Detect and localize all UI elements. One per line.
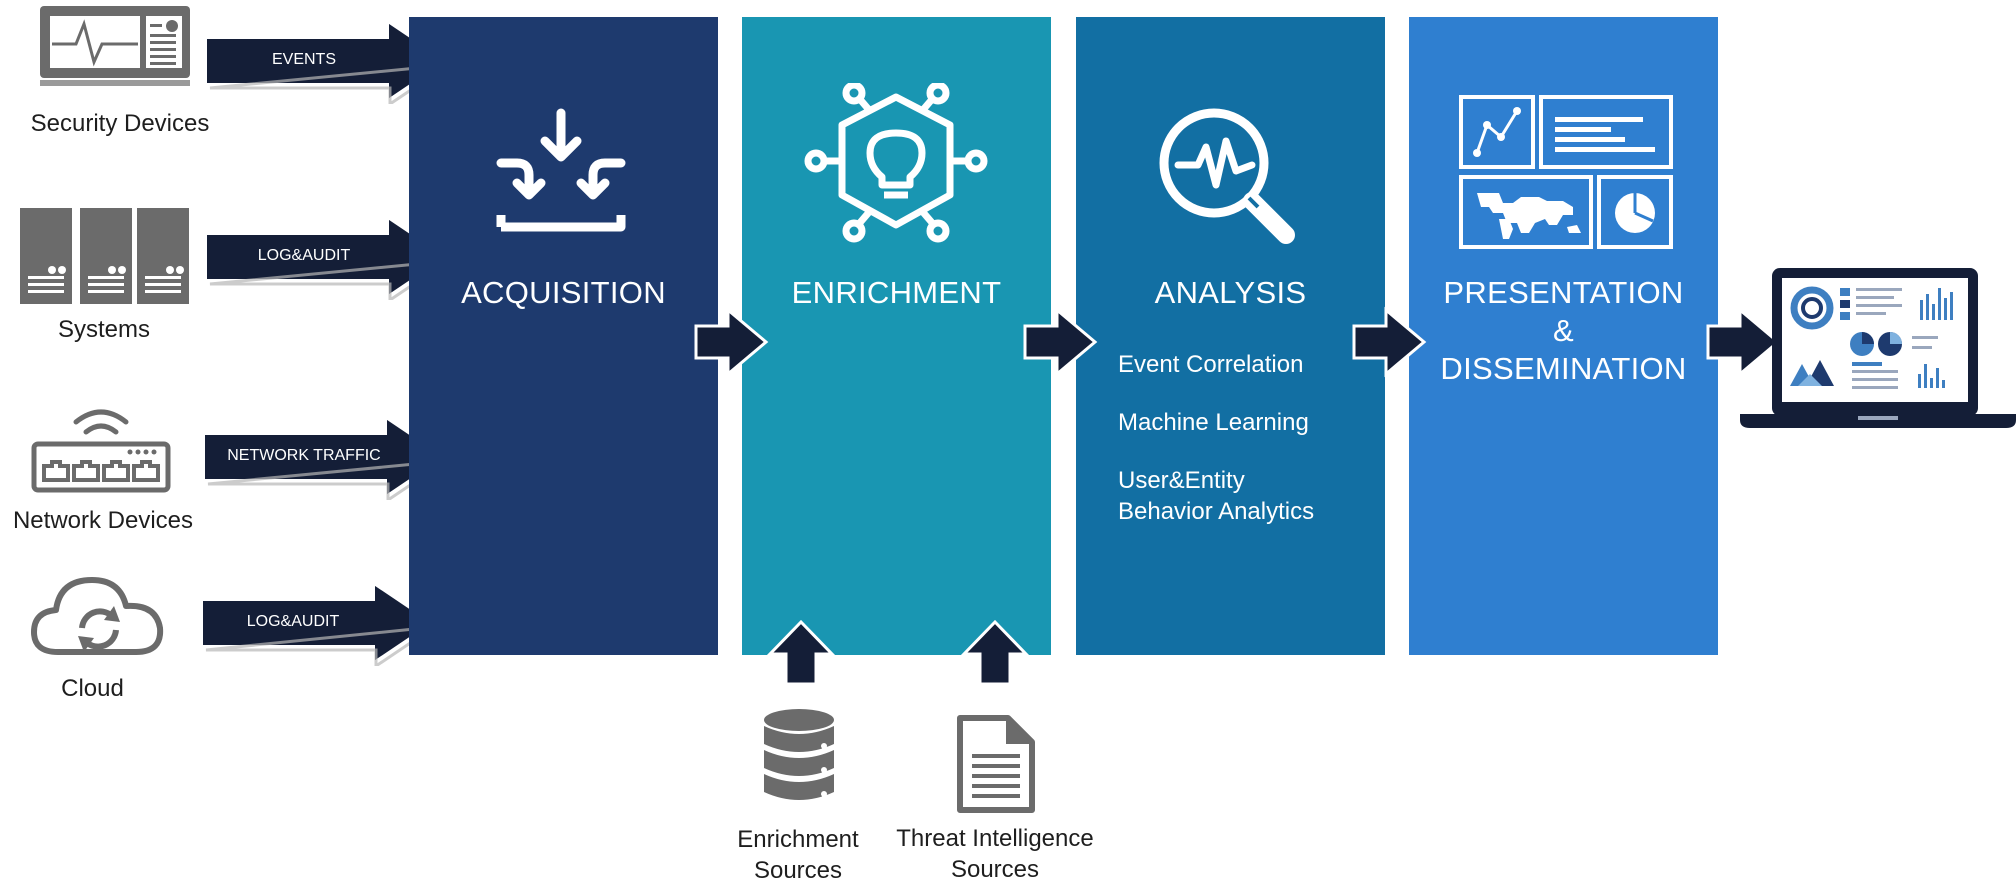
enrichment-title: ENRICHMENT xyxy=(791,275,1002,310)
servers-icon xyxy=(20,208,189,304)
presentation-panel: PRESENTATION & DISSEMINATION xyxy=(1409,17,1718,655)
dashboard-panels-icon xyxy=(1459,95,1673,249)
flow-arrow-enrichment-analysis xyxy=(1023,306,1098,378)
source-label-systems: Systems xyxy=(57,316,150,343)
events-arrow-label: EVENTS xyxy=(271,51,336,68)
hexagon-lightbulb-icon xyxy=(804,83,988,243)
threat-intelligence-sources-label: Threat Intelligence Sources xyxy=(896,825,1094,883)
analysis-item-machine-learning: Machine Learning xyxy=(1118,409,1309,436)
presentation-title: PRESENTATION xyxy=(1443,275,1684,310)
network-traffic-arrow xyxy=(203,416,447,500)
enrichment-sources-label: Enrichment Sources xyxy=(737,826,859,884)
enrichment-up-arrow-1 xyxy=(766,619,836,686)
flow-arrow-analysis-presentation xyxy=(1352,306,1427,378)
analysis-title: ANALYSIS xyxy=(1154,275,1307,310)
acquisition-title: ACQUISITION xyxy=(461,275,666,310)
collect-inbox-icon xyxy=(496,108,626,232)
systems-arrow-label: LOG&AUDIT xyxy=(257,247,351,264)
source-label-cloud: Cloud xyxy=(61,675,124,702)
laptop-dashboard-icon xyxy=(1740,268,2016,428)
cloud-arrow xyxy=(201,582,435,666)
source-label-security-devices: Security Devices xyxy=(30,110,210,137)
flow-arrow-acquisition-enrichment xyxy=(694,306,769,378)
analysis-panel: ANALYSIS Event Correlation Machine Learn… xyxy=(1076,17,1385,655)
source-label-network-devices: Network Devices xyxy=(12,507,194,534)
cloud-arrow-label: LOG&AUDIT xyxy=(246,613,340,630)
cloud-sync-icon xyxy=(31,577,164,655)
network-traffic-arrow-label: NETWORK TRAFFIC xyxy=(227,447,381,464)
enrichment-panel: ENRICHMENT xyxy=(742,17,1051,655)
presentation-title-dissemination: DISSEMINATION xyxy=(1440,351,1687,386)
database-icon xyxy=(764,709,834,800)
magnifier-pulse-icon xyxy=(1159,108,1295,244)
acquisition-panel: ACQUISITION xyxy=(409,17,718,655)
analysis-item-ueba: User&Entity Behavior Analytics xyxy=(1118,467,1315,525)
flow-arrow-presentation-output xyxy=(1706,306,1781,378)
enrichment-up-arrow-2 xyxy=(960,619,1030,686)
network-switch-icon xyxy=(31,409,171,493)
security-device-icon xyxy=(40,6,190,86)
presentation-title-ampersand: & xyxy=(1553,313,1574,348)
document-icon xyxy=(957,715,1035,813)
analysis-item-event-correlation: Event Correlation xyxy=(1118,351,1304,378)
